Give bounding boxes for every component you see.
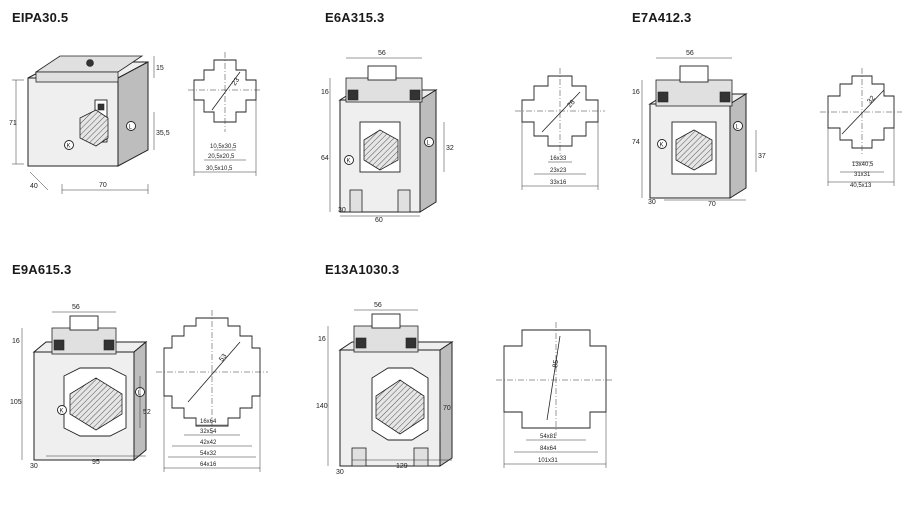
k-mark-4: K	[60, 409, 64, 415]
e13a1030-3-front-view: 16 140 56 70 30 129	[316, 302, 454, 476]
dim-height: 64	[321, 155, 329, 162]
l-mark-3: L	[736, 125, 740, 131]
dim-top: 16	[632, 89, 640, 96]
dim-window: 37	[758, 153, 766, 160]
dim-depth: 30	[648, 199, 656, 206]
model-title-eipa30-5: EIPA30.5	[12, 10, 69, 25]
e7a412-3-front-view: K L 16 74 56 37 30 70	[632, 50, 766, 208]
hole-dia: 53	[218, 353, 228, 364]
k-mark-1: K	[67, 144, 71, 150]
hole-size-1: 13x40,5	[852, 162, 874, 168]
dim-top-width: 56	[686, 50, 694, 57]
dim-window: 32	[446, 145, 454, 152]
dim-top-width: 56	[374, 302, 382, 309]
hole-size-1: 54x81	[540, 434, 557, 440]
hole-size-2: 32x54	[200, 429, 217, 435]
dim-lid: 15	[156, 65, 164, 72]
hole-size-3: 30,5x10,5	[206, 166, 233, 172]
dim-top: 16	[321, 89, 329, 96]
hole-size-5: 64x16	[200, 462, 217, 468]
dim-depth: 30	[336, 469, 344, 476]
dim-height: 140	[316, 403, 328, 410]
hole-dia: 85	[552, 359, 560, 368]
k-mark-3: K	[660, 143, 664, 149]
hole-size-1: 10,5x30,5	[210, 144, 237, 150]
hole-size-4: 54x32	[200, 451, 217, 457]
hole-size-3: 40,5x13	[850, 183, 872, 189]
dim-width: 95	[92, 459, 100, 466]
e6a315-3-front-view: K L 16 64 56 32 30 60	[321, 50, 454, 224]
dim-width: 70	[708, 201, 716, 208]
dim-height: 74	[632, 139, 640, 146]
dim-height: 105	[10, 399, 22, 406]
dim-window: 35,5	[156, 130, 170, 137]
model-title-e9a615-3: E9A615.3	[12, 262, 72, 277]
dim-window: 52	[143, 409, 151, 416]
dim-top: 16	[318, 336, 326, 343]
dim-top: 16	[12, 338, 20, 345]
hole-dia: 28	[566, 99, 576, 110]
l-mark-1: L	[129, 125, 133, 131]
dim-top-width: 56	[378, 50, 386, 57]
l-mark-4: L	[138, 391, 142, 397]
e9a615-3-hole-section: 53 16x64 32x54 42x42 54x32 64x16	[156, 310, 268, 472]
hole-size-3: 42x42	[200, 440, 217, 446]
dim-width: 129	[396, 463, 408, 470]
e13a1030-3-hole-section: 85 54x81 84x64 101x31	[496, 322, 614, 468]
k-mark-2: K	[347, 159, 351, 165]
hole-size-1: 16x33	[550, 156, 567, 162]
l-mark-2: L	[427, 141, 431, 147]
e6a315-3-hole-section: 28 16x33 23x23 33x16	[515, 68, 605, 190]
e9a615-3-front-view: K L 16 105 56 52 30 95	[10, 304, 151, 470]
e7a412-3-hole-section: 32 13x40,5 31x31 40,5x13	[820, 68, 902, 189]
model-title-e6a315-3: E6A315.3	[325, 10, 385, 25]
dim-width: 60	[375, 217, 383, 224]
dim-width: 70	[99, 182, 107, 189]
hole-dia: 23	[231, 77, 241, 87]
model-title-e7a412-3: E7A412.3	[632, 10, 692, 25]
hole-dia: 32	[866, 95, 876, 106]
dim-window: 70	[443, 405, 451, 412]
dim-depth: 40	[30, 183, 38, 190]
hole-size-3: 101x31	[538, 458, 558, 464]
hole-size-2: 84x64	[540, 446, 557, 452]
hole-size-2: 20,5x20,5	[208, 154, 235, 160]
dim-top-width: 56	[72, 304, 80, 311]
hole-size-1: 16x64	[200, 419, 217, 425]
dim-height: 71	[9, 120, 17, 127]
model-title-e13a1030-3: E13A1030.3	[325, 262, 400, 277]
dim-depth: 30	[338, 207, 346, 214]
hole-size-2: 31x31	[854, 172, 871, 178]
eipa30-5-front-view: K L 71 40 70 15 35,5	[9, 55, 170, 194]
eipa30-5-hole-section: 23 10,5x30,5 20,5x20,5 30,5x10,5	[188, 52, 262, 176]
dim-depth: 30	[30, 463, 38, 470]
hole-size-2: 23x23	[550, 168, 567, 174]
hole-size-3: 33x16	[550, 180, 567, 186]
